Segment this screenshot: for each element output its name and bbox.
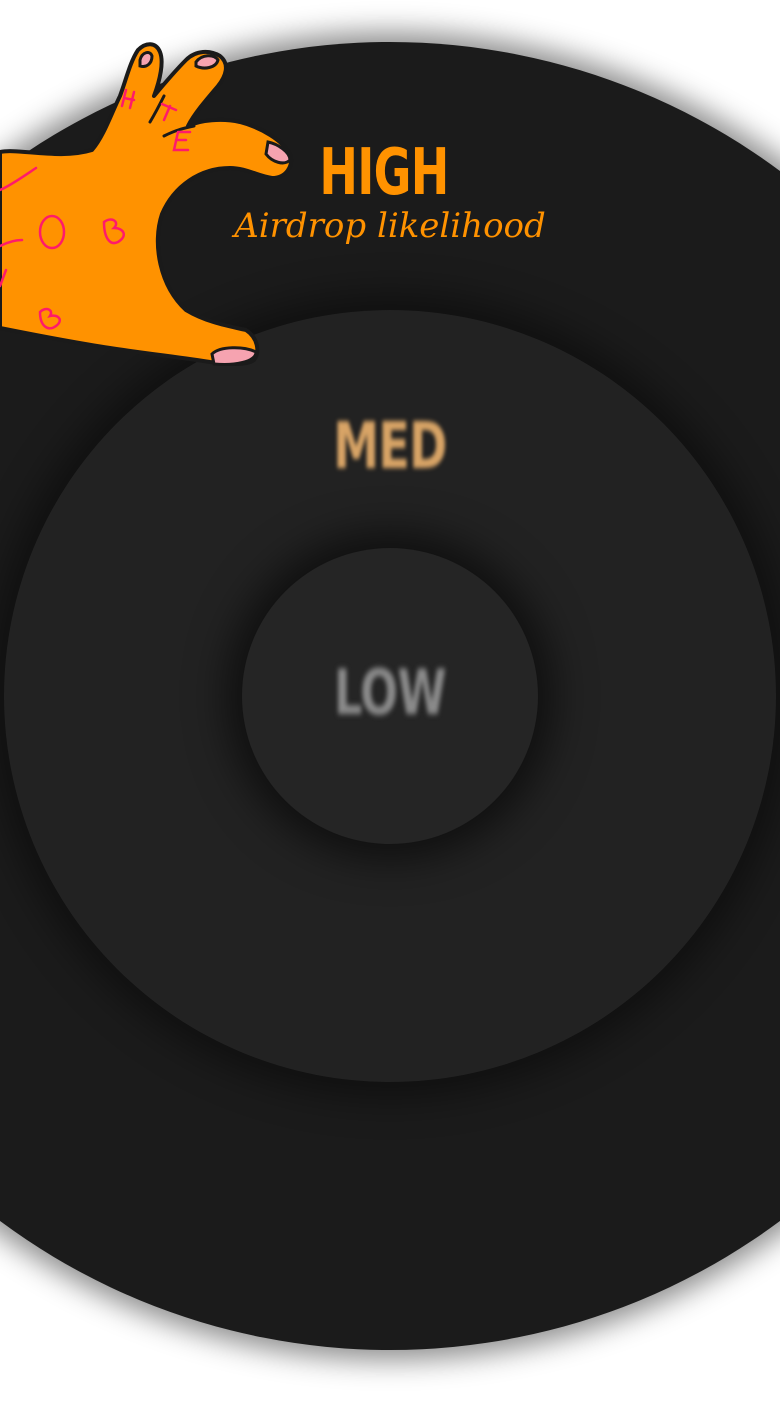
likelihood-subtitle: Airdrop likelihood xyxy=(234,206,546,246)
low-tier-ring xyxy=(242,548,538,844)
high-tier-label: HIGH xyxy=(319,136,449,210)
low-tier-label: LOW xyxy=(334,656,447,729)
hand-illustration-icon xyxy=(0,42,293,366)
medium-tier-label: MED xyxy=(333,410,447,484)
